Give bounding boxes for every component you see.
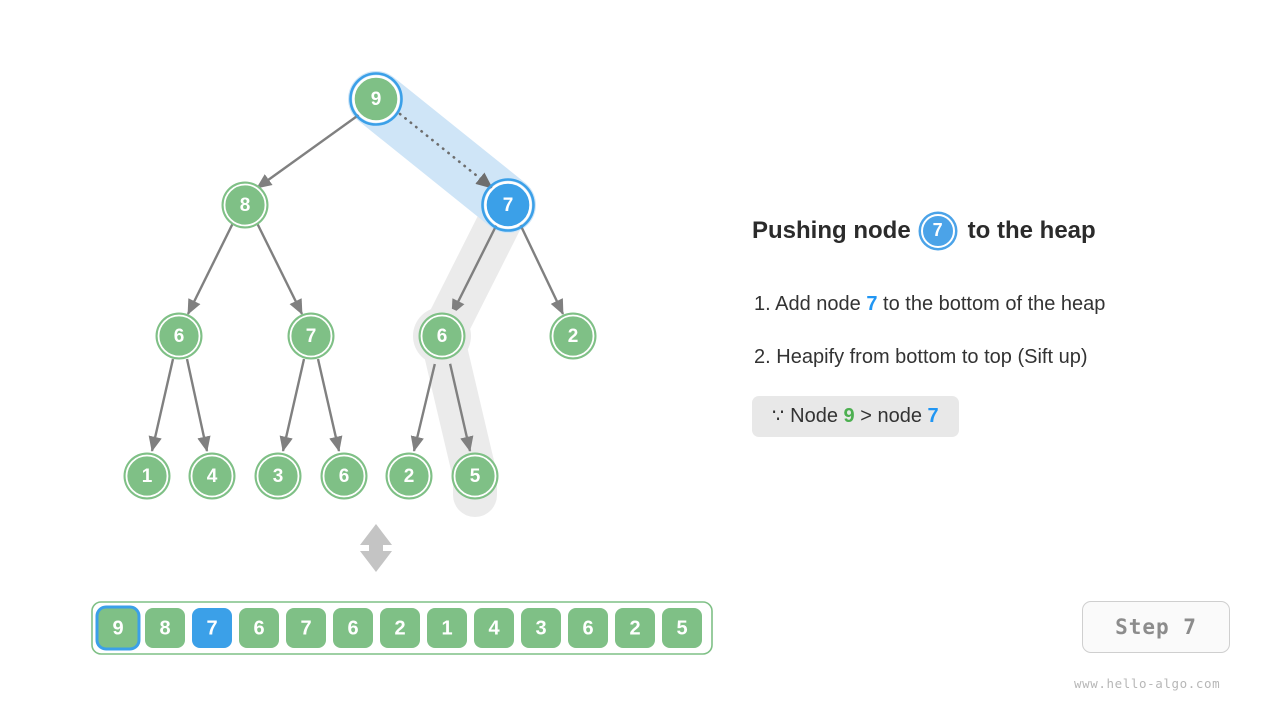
tree-node-9-label: 9 — [371, 89, 382, 110]
array-cell-10[interactable]: 6 — [568, 608, 608, 648]
edge-8-6 — [186, 222, 235, 315]
panel-title-suffix: to the heap — [967, 217, 1096, 244]
array-cell-8[interactable]: 4 — [474, 608, 514, 648]
edge-9-8 — [256, 113, 361, 189]
panel-title-node-badge: 7 — [920, 214, 955, 248]
step-item-2: 2. Heapify from bottom to top (Sift up) — [754, 346, 1088, 369]
tree-node-l2-6b[interactable]: 6 — [418, 312, 466, 360]
tree-node-8[interactable]: 8 — [221, 181, 269, 229]
array-cell-6-label: 2 — [394, 618, 405, 640]
array-cell-2[interactable]: 7 — [192, 608, 232, 648]
array-cell-12-label: 5 — [676, 618, 687, 640]
edge-6b-2 — [410, 358, 438, 452]
tree-node-7-pushed[interactable]: 7 — [481, 178, 535, 232]
tree-edges — [148, 113, 565, 452]
array-cell-7-label: 1 — [441, 618, 452, 640]
tree-node-l3-3-label: 3 — [273, 466, 284, 487]
explanation-panel: Pushing node 7 to the heap 1. Add node 7… — [752, 0, 1252, 720]
array-cell-7[interactable]: 1 — [427, 608, 467, 648]
reason-part1: Node — [790, 405, 838, 427]
tree-node-l2-2-label: 2 — [568, 326, 579, 347]
because-symbol: ∵ — [772, 406, 785, 427]
array-cell-4[interactable]: 7 — [286, 608, 326, 648]
edge-7b-3 — [279, 358, 306, 452]
array-cell-3-label: 6 — [253, 618, 264, 640]
tree-node-l3-4[interactable]: 4 — [188, 452, 236, 500]
panel-title: Pushing node 7 to the heap — [752, 214, 1096, 248]
step-1-after: to the bottom of the heap — [883, 293, 1106, 315]
tree-node-l2-2[interactable]: 2 — [549, 312, 597, 360]
panel-title-prefix: Pushing node — [752, 217, 911, 244]
reason-operator: > — [860, 405, 872, 427]
tree-node-8-label: 8 — [240, 195, 251, 216]
reason-box: ∵ Node 9 > node 7 — [752, 396, 959, 437]
tree-node-l2-6b-label: 6 — [437, 326, 448, 347]
step-badge: Step 7 — [1082, 601, 1230, 653]
array-cell-6[interactable]: 2 — [380, 608, 420, 648]
tree-node-l3-4-label: 4 — [207, 466, 218, 487]
tree-node-l3-2-label: 2 — [404, 466, 415, 487]
tree-node-7-pushed-label: 7 — [503, 195, 514, 216]
array-cell-1[interactable]: 8 — [145, 608, 185, 648]
tree-node-l3-5-label: 5 — [470, 466, 481, 487]
tree-node-l3-5[interactable]: 5 — [451, 452, 499, 500]
swap-dotted-arrow — [398, 112, 494, 190]
array-container: 9 8 7 6 7 6 2 1 — [91, 601, 713, 655]
edge-7-6 — [450, 223, 499, 315]
array-cell-3[interactable]: 6 — [239, 608, 279, 648]
array-cell-2-label: 7 — [206, 618, 217, 640]
reason-value1: 9 — [843, 405, 855, 427]
array-cell-9[interactable]: 3 — [521, 608, 561, 648]
array-cell-0[interactable]: 9 — [95, 605, 141, 651]
step-1-index: 1. — [754, 293, 771, 315]
heap-diagram: 9 8 7 6 7 6 2 1 4 — [91, 71, 713, 655]
step-1-highlight: 7 — [866, 293, 878, 315]
tree-node-l3-2[interactable]: 2 — [385, 452, 433, 500]
edge-7b-6 — [316, 358, 343, 452]
step-1-before: Add node — [775, 293, 861, 315]
tree-node-l3-1-label: 1 — [142, 466, 153, 487]
double-arrow-icon — [360, 524, 392, 572]
reason-value2: 7 — [927, 405, 939, 427]
tree-node-l2-7[interactable]: 7 — [287, 312, 335, 360]
step-2-before: Heapify from bottom to top (Sift up) — [776, 346, 1088, 368]
step-2-index: 2. — [754, 346, 771, 368]
array-cell-5[interactable]: 6 — [333, 608, 373, 648]
edge-6b-5 — [447, 358, 474, 452]
array-cell-11[interactable]: 2 — [615, 608, 655, 648]
array-cell-9-label: 3 — [535, 618, 546, 640]
edge-8-7 — [255, 222, 304, 315]
tree-node-l3-6-label: 6 — [339, 466, 350, 487]
array-cell-1-label: 8 — [159, 618, 170, 640]
tree-node-9[interactable]: 9 — [349, 72, 403, 126]
array-cell-8-label: 4 — [488, 618, 500, 640]
tree-node-l3-6[interactable]: 6 — [320, 452, 368, 500]
array-cell-4-label: 7 — [300, 618, 311, 640]
edge-6-1 — [148, 358, 175, 452]
edge-6-4 — [185, 358, 211, 452]
reason-part2: node — [877, 405, 922, 427]
tree-node-l2-6a-label: 6 — [174, 326, 185, 347]
array-cell-5-label: 6 — [347, 618, 358, 640]
tree-node-l3-3[interactable]: 3 — [254, 452, 302, 500]
array-cell-12[interactable]: 5 — [662, 608, 702, 648]
tree-node-l3-1[interactable]: 1 — [123, 452, 171, 500]
array-cell-0-label: 9 — [112, 618, 123, 640]
watermark: www.hello-algo.com — [1074, 676, 1221, 691]
step-item-1: 1. Add node 7 to the bottom of the heap — [754, 293, 1105, 316]
edge-7-2 — [518, 223, 565, 315]
array-cell-10-label: 6 — [582, 618, 593, 640]
array-cell-11-label: 2 — [629, 618, 640, 640]
tree-node-l2-7-label: 7 — [306, 326, 317, 347]
tree-node-l2-6a[interactable]: 6 — [155, 312, 203, 360]
